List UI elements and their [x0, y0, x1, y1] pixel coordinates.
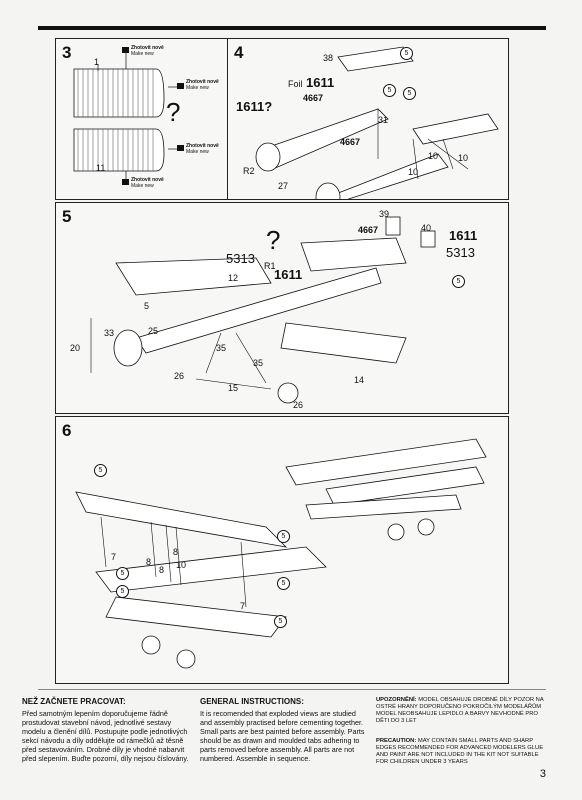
part-10-label: 10	[176, 560, 187, 570]
marking-1611-query: 1611?	[236, 99, 273, 114]
part-26-label: 26	[174, 371, 185, 381]
part-5-circle: 5	[274, 615, 287, 628]
english-text: It is recomended that exploded views are…	[200, 709, 365, 763]
part-7-label: 7	[240, 601, 246, 611]
upozorneni-text: MODEL OBSAHUJE DROBNÉ DÍLY POZOR NA OSTR…	[376, 697, 544, 724]
step-number: 6	[62, 421, 72, 440]
marking-1611: 1611	[449, 228, 478, 243]
part-10-label: 10	[428, 151, 439, 161]
question-mark: ?	[166, 97, 181, 127]
part-33-label: 33	[104, 328, 115, 338]
marking-1611: 1611	[306, 75, 335, 90]
foil-label: Foil	[288, 79, 303, 89]
part-40-label: 40	[421, 223, 432, 233]
final-assembly-drawing	[75, 438, 487, 669]
english-title: GENERAL INSTRUCTIONS:	[200, 697, 304, 706]
marking-4667: 4667	[358, 225, 379, 235]
upozorneni-title: UPOZORNĚNÍ:	[376, 697, 417, 703]
part-7-label: 7	[111, 552, 117, 562]
marking-5313: 5313	[226, 251, 255, 266]
part-20-label: 20	[70, 343, 81, 353]
step-5-panel: 5 39 40 4667 1611 5313 5 ? 5313 R1 12 16…	[55, 202, 509, 414]
part-5-circle: 5	[277, 577, 290, 590]
marking-4667: 4667	[303, 93, 324, 103]
part-r1-label: R1	[264, 261, 276, 271]
part-r2-label: R2	[243, 166, 255, 176]
part-5-circle: 5	[116, 585, 129, 598]
part-11-label: 11	[96, 163, 106, 173]
part-38-label: 38	[323, 53, 334, 63]
step-6-panel: 6 5 5 5 5 5 5 7 8 8 8 10 7	[55, 416, 509, 684]
step-number: 5	[62, 207, 72, 226]
english-warning: PRECAUTION: MAY CONTAIN SMALL PARTS AND …	[376, 738, 551, 766]
question-mark: ?	[266, 225, 281, 255]
czech-text: Před samotným lepením doporučujeme řádně…	[22, 709, 189, 763]
marking-1611: 1611	[274, 267, 303, 282]
part-5-circle: 5	[94, 464, 107, 477]
part-5-circle: 5	[383, 84, 396, 97]
part-39-label: 39	[379, 209, 390, 219]
step-number: 4	[234, 43, 244, 62]
part-5-label: 5	[144, 301, 150, 311]
airframe-drawing	[90, 216, 436, 404]
marking-5313: 5313	[446, 245, 475, 260]
part-8-label: 8	[159, 565, 165, 575]
page-number: 3	[539, 768, 546, 780]
precaution-title: PRECAUTION:	[376, 738, 417, 744]
part-31-label: 31	[378, 115, 389, 125]
part-10-label: 10	[458, 153, 469, 163]
wing-drawing	[73, 47, 184, 185]
part-1-label: 1	[94, 57, 100, 67]
part-5-circle: 5	[403, 87, 416, 100]
step-number: 3	[62, 43, 72, 62]
fuselage-drawing	[255, 46, 499, 199]
english-instructions: GENERAL INSTRUCTIONS: It is recomended t…	[200, 697, 365, 763]
precaution-text: MAY CONTAIN SMALL PARTS AND SHARP EDGES …	[376, 738, 544, 765]
top-rule	[38, 26, 546, 30]
footer-rule	[38, 689, 546, 690]
part-14-label: 14	[354, 375, 365, 385]
part-5-circle: 5	[116, 567, 129, 580]
part-8-label: 8	[173, 547, 179, 557]
part-12-label: 12	[228, 273, 239, 283]
part-5-circle: 5	[277, 530, 290, 543]
part-15-label: 15	[228, 383, 239, 393]
part-25-label: 25	[148, 326, 159, 336]
part-27-label: 27	[278, 181, 289, 191]
part-35-label: 35	[253, 358, 264, 368]
part-35-label: 35	[216, 343, 227, 353]
czech-warning: UPOZORNĚNÍ: MODEL OBSAHUJE DROBNÉ DÍLY P…	[376, 697, 551, 725]
part-5-circle: 5	[400, 47, 413, 60]
part-8-label: 8	[146, 557, 152, 567]
czech-title: NEŽ ZAČNETE PRACOVAT:	[22, 697, 126, 706]
part-10-label: 10	[408, 167, 419, 177]
part-26-label: 26	[293, 400, 304, 410]
czech-instructions: NEŽ ZAČNETE PRACOVAT: Před samotným lepe…	[22, 697, 190, 763]
step-4-panel: 4 38 5 5 5 Foil 1611 4667 1611? 31 4667 …	[227, 38, 509, 200]
marking-4667: 4667	[340, 137, 361, 147]
part-5-circle: 5	[452, 275, 465, 288]
